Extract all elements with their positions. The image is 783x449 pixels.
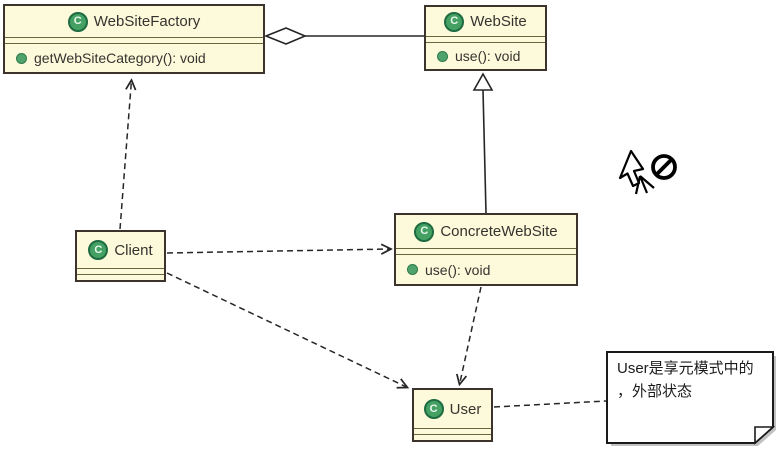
method-row[interactable]: getWebSiteCategory(): void bbox=[5, 50, 206, 66]
class-name: ConcreteWebSite bbox=[440, 223, 558, 240]
prohibition-circle-icon bbox=[651, 154, 677, 180]
method-row[interactable]: use(): void bbox=[426, 48, 520, 64]
class-title-row: C Client bbox=[77, 232, 164, 268]
class-icon: C bbox=[423, 399, 444, 419]
methods-compartment bbox=[77, 274, 164, 280]
aggregation-websitefactory-website[interactable] bbox=[263, 27, 424, 45]
dependency-client-concretewebsite[interactable] bbox=[166, 249, 391, 253]
aggregation-diamond-icon bbox=[263, 27, 308, 45]
class-website[interactable]: C WebSite use(): void bbox=[424, 5, 547, 71]
note-anchor-user-note[interactable] bbox=[493, 400, 607, 408]
dependency-client-websitefactory[interactable] bbox=[119, 80, 132, 230]
note-line: User是享元模式中的 bbox=[617, 360, 754, 377]
attributes-compartment bbox=[77, 268, 164, 274]
class-name: Client bbox=[114, 241, 153, 259]
method-signature: getWebSiteCategory(): void bbox=[34, 50, 206, 66]
public-method-icon bbox=[407, 264, 418, 275]
class-icon: C bbox=[444, 11, 465, 32]
class-title-row: C WebSite bbox=[426, 7, 545, 36]
class-icon: C bbox=[67, 11, 88, 32]
generalization-concretewebsite-website[interactable] bbox=[472, 72, 494, 214]
methods-compartment bbox=[414, 434, 491, 440]
attributes-compartment bbox=[396, 248, 576, 254]
uml-note[interactable] bbox=[606, 351, 776, 446]
method-signature: use(): void bbox=[455, 48, 521, 64]
class-title-row: C ConcreteWebSite bbox=[396, 215, 576, 248]
attributes-compartment bbox=[426, 36, 545, 42]
methods-compartment: use(): void bbox=[426, 42, 545, 69]
public-method-icon bbox=[16, 52, 27, 64]
class-title-row: C User bbox=[414, 390, 491, 428]
dependency-concretewebsite-user[interactable] bbox=[460, 286, 482, 385]
class-client[interactable]: C Client bbox=[75, 230, 166, 282]
class-name: User bbox=[449, 400, 482, 418]
attributes-compartment bbox=[414, 428, 491, 434]
attributes-compartment bbox=[5, 37, 263, 43]
method-signature: use(): void bbox=[425, 261, 491, 278]
note-fold-icon bbox=[754, 426, 776, 445]
class-name: WebSite bbox=[470, 13, 527, 30]
dependency-client-user[interactable] bbox=[166, 272, 408, 388]
methods-compartment: use(): void bbox=[396, 254, 576, 284]
class-icon: C bbox=[414, 221, 435, 242]
note-line: ，外部状态 bbox=[617, 382, 693, 400]
public-method-icon bbox=[437, 50, 448, 62]
generalization-triangle-icon bbox=[472, 72, 494, 91]
drag-not-allowed-cursor-icon bbox=[618, 149, 677, 195]
class-icon: C bbox=[88, 240, 109, 260]
class-websitefactory[interactable]: C WebSiteFactory getWebSiteCategory(): v… bbox=[3, 4, 265, 74]
class-title-row: C WebSiteFactory bbox=[5, 6, 263, 37]
methods-compartment: getWebSiteCategory(): void bbox=[5, 43, 263, 72]
class-concretewebsite[interactable]: C ConcreteWebSite use(): void bbox=[394, 213, 578, 286]
class-name: WebSiteFactory bbox=[93, 13, 201, 30]
method-row[interactable]: use(): void bbox=[396, 262, 490, 278]
note-text[interactable]: User是享元模式中的 ，外部状态 bbox=[617, 358, 769, 403]
class-user[interactable]: C User bbox=[412, 388, 493, 442]
